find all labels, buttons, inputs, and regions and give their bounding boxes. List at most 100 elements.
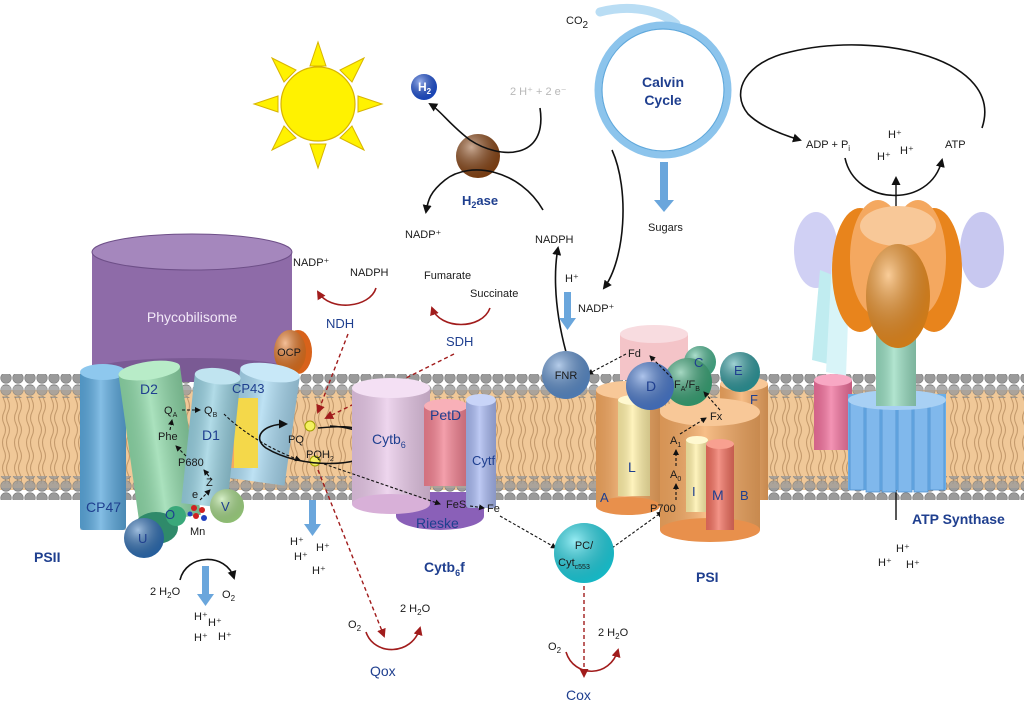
phycobilisome-icon xyxy=(91,233,293,382)
p700-label: P700 xyxy=(650,503,676,515)
h-plus-atps-1: H⁺ xyxy=(896,543,910,555)
h-plus-pq-1: H⁺ xyxy=(290,536,304,548)
cytf-label: Cytf xyxy=(472,453,496,468)
qox-arc xyxy=(365,626,423,651)
cp43-label: CP43 xyxy=(232,381,265,396)
h-plus-atps-3: H⁺ xyxy=(906,559,920,571)
cytb6f-label: Cytb6f xyxy=(424,559,465,578)
water-qox-label: 2 H2O xyxy=(400,603,431,617)
succinate-label: Succinate xyxy=(470,288,518,300)
h-plus-psii-2: H⁺ xyxy=(208,617,222,629)
psii-electron-path xyxy=(168,407,301,501)
o2-psii-label: O2 xyxy=(222,589,236,603)
water-arc xyxy=(179,558,237,581)
fafb-label: FA/FB xyxy=(674,379,700,393)
c-label: C xyxy=(694,355,703,370)
mn-cluster-icon xyxy=(187,505,207,521)
sdh-label: SDH xyxy=(446,334,473,349)
fnr-blue-arrow-head xyxy=(559,318,576,330)
fnr-ball-icon xyxy=(542,351,590,399)
petd-label: PetD xyxy=(430,407,461,423)
p680-label: P680 xyxy=(178,457,204,469)
co2-arrow xyxy=(595,3,681,29)
e-label: e xyxy=(192,489,198,501)
co2-label: CO2 xyxy=(566,15,589,31)
atp-arc-arrow xyxy=(844,157,945,197)
atp-synthase-complex xyxy=(794,200,1004,493)
ocp-icon xyxy=(274,330,312,374)
sdh-arc xyxy=(430,306,491,326)
i-label: I xyxy=(692,484,696,499)
h2-ball-icon xyxy=(411,74,437,100)
nadph-label-ndh: NADPH xyxy=(350,267,389,279)
a-label: A xyxy=(600,490,609,505)
cyt-electron-path xyxy=(323,463,663,549)
nadph-label-calvin: NADPH xyxy=(535,234,574,246)
protons-electrons-label: 2 H⁺ + 2 e⁻ xyxy=(510,86,567,98)
nadp-label-h2ase: NADP⁺ xyxy=(405,229,442,241)
ocp-label: OCP xyxy=(277,347,301,359)
h-plus-pq-2: H⁺ xyxy=(316,542,330,554)
ndh-label: NDH xyxy=(326,316,354,331)
qa-label: QA xyxy=(164,405,178,419)
pc-label: PC/ xyxy=(575,540,594,552)
sugars-arrow-head xyxy=(654,200,674,212)
m-label: M xyxy=(712,487,724,503)
d2-label: D2 xyxy=(140,381,158,397)
water-cox-label: 2 H2O xyxy=(598,627,629,641)
a0-label: A0 xyxy=(670,469,681,483)
h-plus-pq-4: H⁺ xyxy=(312,565,326,577)
cytb6f-complex xyxy=(352,378,496,530)
o2-qox-label: O2 xyxy=(348,619,362,633)
h-plus-psii-1: H⁺ xyxy=(194,611,208,623)
phycobilisome-label: Phycobilisome xyxy=(147,309,237,325)
pq-blue-arrow-shaft xyxy=(309,500,316,526)
cytb6-label: Cytb6 xyxy=(372,431,406,450)
qb-label: QB xyxy=(204,405,218,419)
fd-label: Fd xyxy=(628,348,641,360)
atp-label: ATP xyxy=(945,139,966,151)
calvin-cycle-ring-icon xyxy=(594,21,732,159)
d1-label: D1 xyxy=(202,427,220,443)
cox-arc xyxy=(565,648,621,673)
cp47-label: CP47 xyxy=(86,499,121,515)
rieske-label: Rieske xyxy=(416,515,459,531)
z-label: Z xyxy=(206,477,213,489)
qox-dashed-arrow xyxy=(317,469,386,638)
f-label: F xyxy=(750,392,758,407)
e-psi-label: E xyxy=(734,363,743,378)
nadph-to-calvin-arrow xyxy=(552,246,567,353)
calvin-cycle-label: Calvin xyxy=(642,74,684,90)
h-plus-fnr: H⁺ xyxy=(565,273,579,285)
psi-electron-path xyxy=(587,353,721,500)
psi-label: PSI xyxy=(696,569,719,585)
h-plus-psii-3: H⁺ xyxy=(194,632,208,644)
v-label: V xyxy=(221,499,230,514)
h-plus-atp-2: H⁺ xyxy=(877,151,891,163)
h-plus-psii-4: H⁺ xyxy=(218,631,232,643)
sugars-label: Sugars xyxy=(648,222,683,234)
o2-cox-label: O2 xyxy=(548,641,562,655)
pq-blue-arrow-head xyxy=(304,524,321,536)
u-label: U xyxy=(138,531,147,546)
h2ase-arc-in xyxy=(428,102,542,154)
cyt-c553-label: Cytc553 xyxy=(558,557,590,571)
h2ase-label: H2ase xyxy=(462,193,498,210)
h-plus-atps-2: H⁺ xyxy=(878,557,892,569)
pc-cyt-ball-icon xyxy=(554,523,614,583)
sun-icon xyxy=(252,40,384,170)
fx-label: Fx xyxy=(710,411,723,423)
pqh2-label: PQH2 xyxy=(306,449,334,463)
h-plus-atp-1: H⁺ xyxy=(888,129,902,141)
psi-complex xyxy=(596,325,768,542)
sugars-arrow-shaft xyxy=(660,162,668,202)
l-label: L xyxy=(628,459,636,475)
atp-loop-arrow xyxy=(739,44,986,143)
cox-label: Cox xyxy=(566,687,591,703)
a1-label: A1 xyxy=(670,435,681,449)
nadp-label-fnr: NADP⁺ xyxy=(578,303,615,315)
psii-label: PSII xyxy=(34,549,60,565)
water-blue-arrow-shaft xyxy=(202,566,209,596)
o-label: O xyxy=(165,507,175,522)
